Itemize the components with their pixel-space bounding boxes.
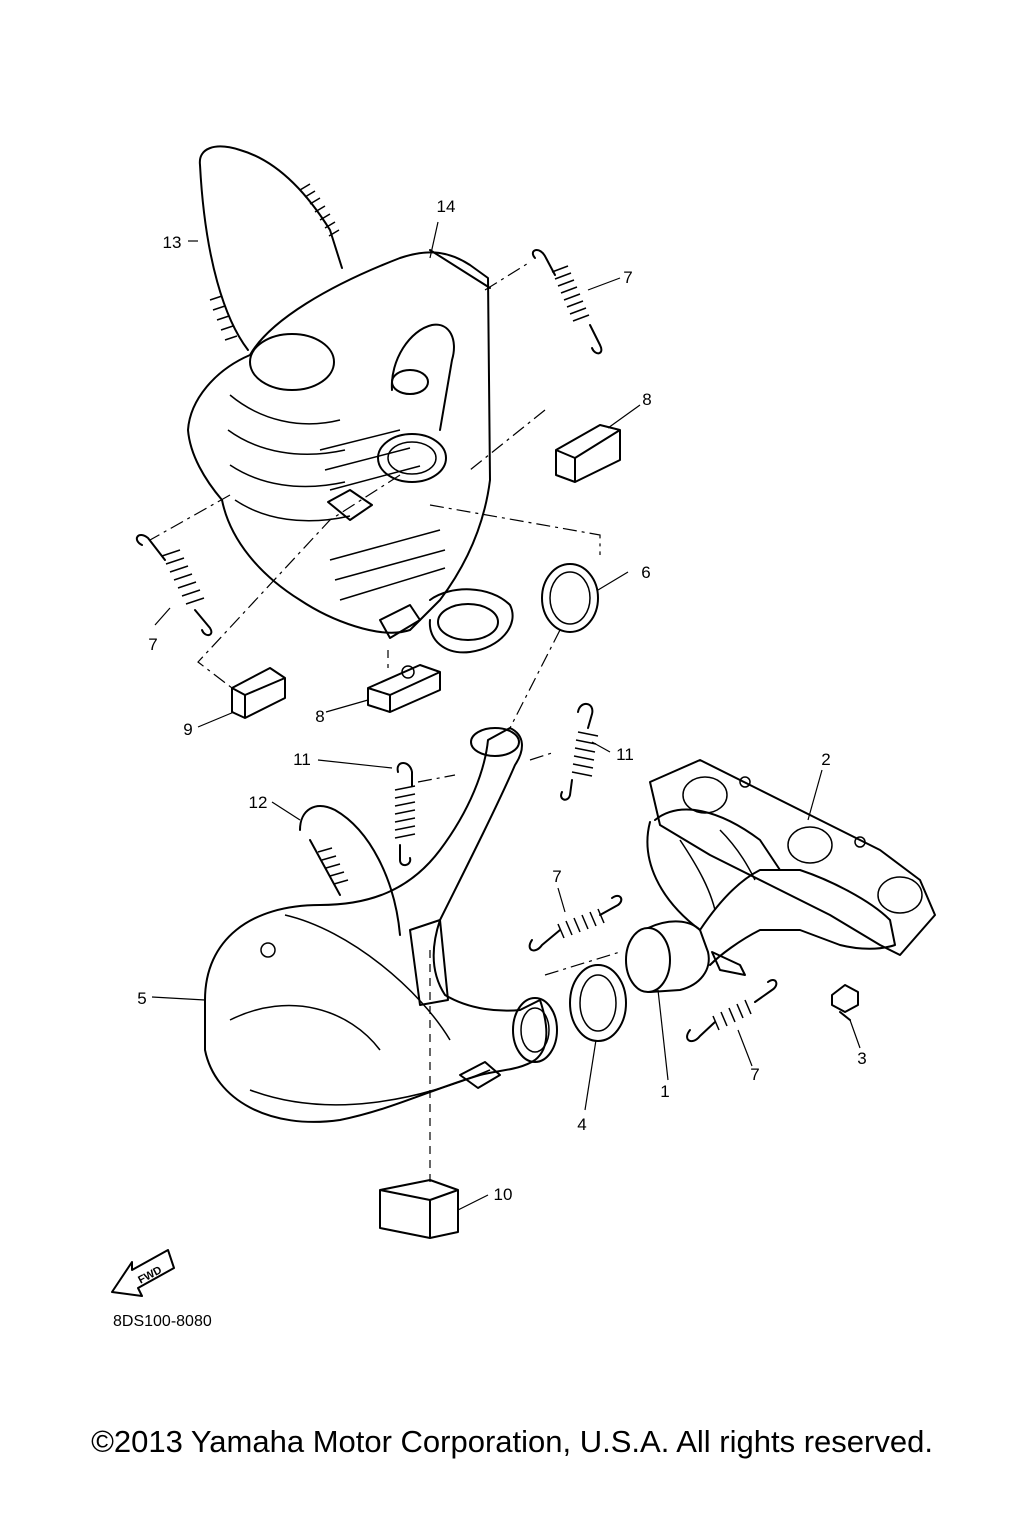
callout-8-upper: 8	[642, 390, 651, 409]
part-7-spring-middle	[528, 894, 623, 952]
leader-lines	[151, 221, 861, 1211]
part-9-bracket	[231, 667, 286, 719]
part-13-hanger-wire	[198, 145, 343, 351]
diagram-code: 8DS100-8080	[113, 1313, 212, 1330]
part-11-spring-left	[394, 762, 416, 866]
part-10-bracket	[379, 1179, 459, 1239]
part-14-muffler	[187, 249, 514, 654]
callout-13: 13	[163, 233, 182, 252]
part-4-joint-ring	[569, 964, 627, 1042]
callout-5: 5	[137, 989, 146, 1008]
callout-7-left: 7	[148, 635, 157, 654]
callout-4: 4	[577, 1115, 586, 1134]
part-11-spring-right	[560, 703, 599, 801]
part-5-exhaust-chamber	[204, 727, 558, 1123]
callout-6: 6	[641, 563, 650, 582]
callout-9: 9	[183, 720, 192, 739]
callout-1: 1	[660, 1082, 669, 1101]
part-7-spring-lower	[686, 979, 778, 1043]
copyright-notice: ©2013 Yamaha Motor Corporation, U.S.A. A…	[91, 1424, 933, 1459]
callout-8-lower: 8	[315, 707, 324, 726]
callout-7-middle: 7	[552, 867, 561, 886]
callout-11-left: 11	[293, 750, 311, 769]
part-7-spring-top	[531, 249, 603, 355]
part-7-spring-left	[135, 534, 213, 636]
part-3-bolt	[831, 984, 859, 1021]
forward-arrow-icon: FWD	[111, 1249, 175, 1297]
part-8-bracket-upper	[555, 424, 621, 483]
part-2-manifold-gasket	[649, 759, 936, 956]
callout-7-lower: 7	[750, 1065, 759, 1084]
part-6-gasket	[541, 563, 599, 633]
callout-14: 14	[437, 197, 456, 216]
callout-3: 3	[857, 1049, 866, 1068]
fwd-label: FWD	[136, 1264, 164, 1286]
part-8-bracket-lower	[367, 664, 441, 713]
callout-10: 10	[494, 1185, 513, 1204]
callout-12: 12	[249, 793, 268, 812]
assembly-lines	[149, 261, 621, 1185]
callout-7-top: 7	[623, 268, 632, 287]
callout-11-right: 11	[616, 745, 634, 764]
callout-2: 2	[821, 750, 830, 769]
part-12-hanger-wire	[299, 805, 401, 936]
